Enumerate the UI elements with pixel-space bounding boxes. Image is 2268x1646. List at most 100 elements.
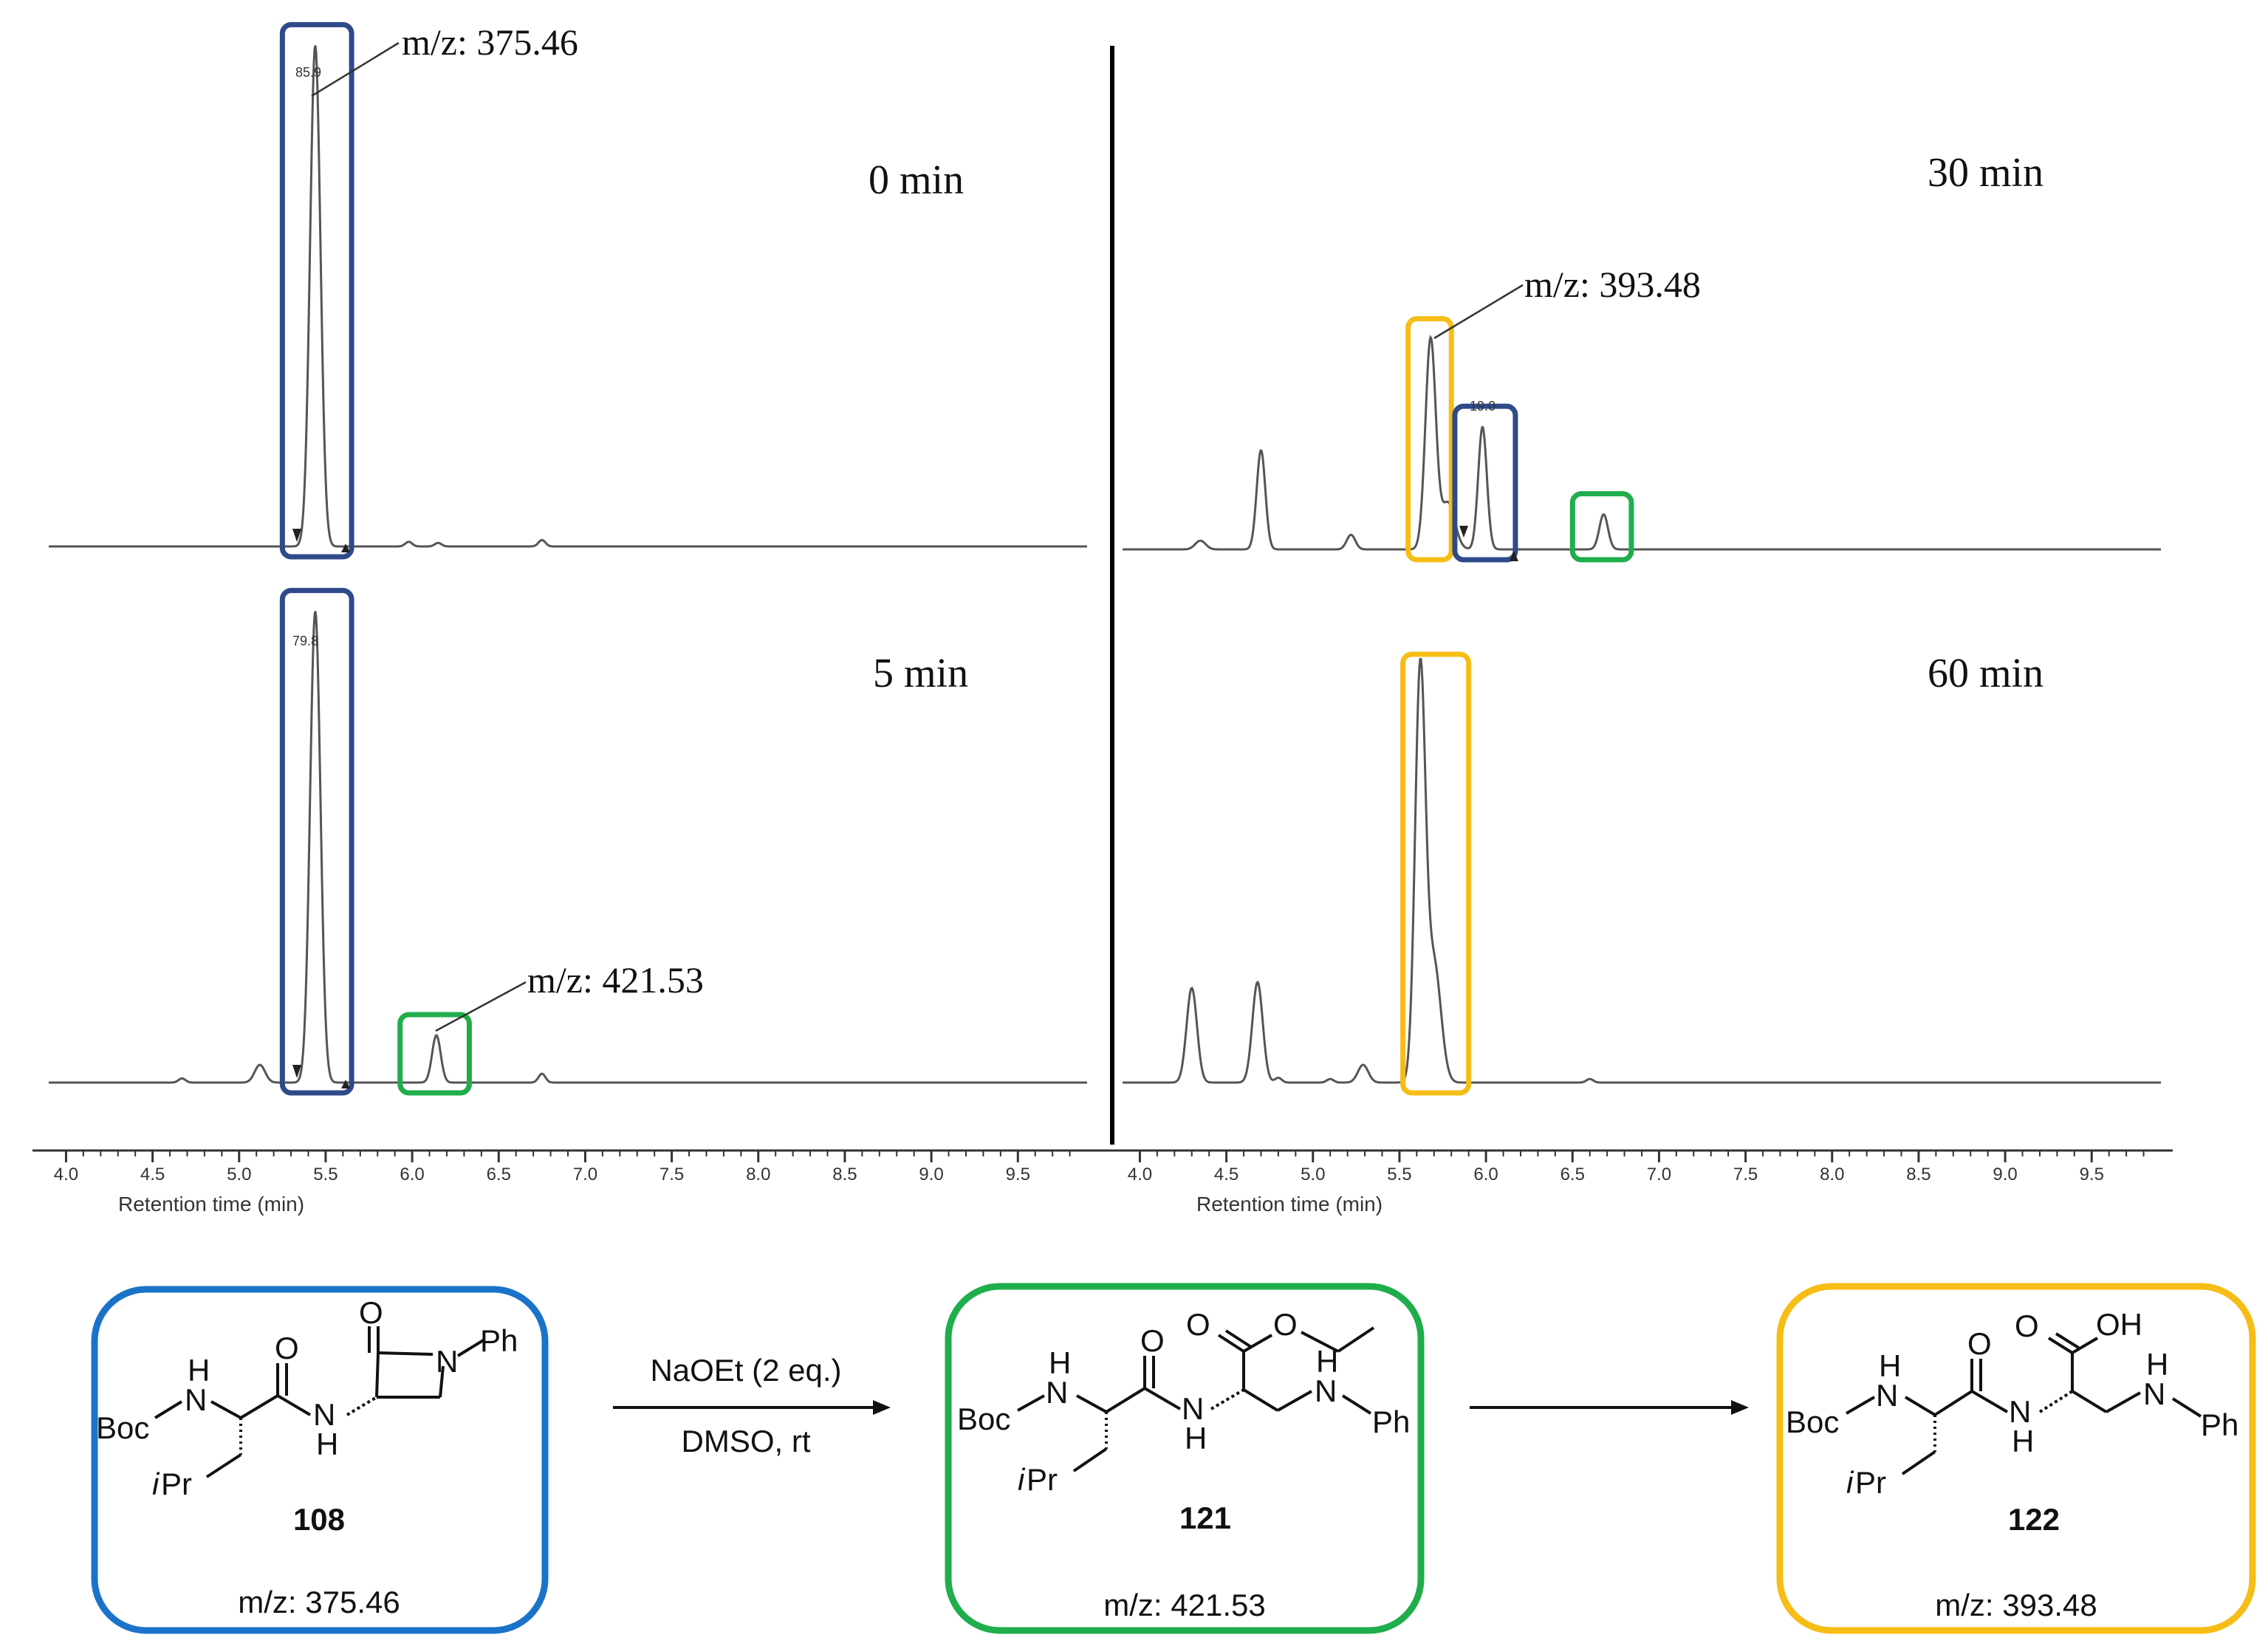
- atom-label: Boc: [957, 1402, 1010, 1436]
- x-tick-label-left-9: 8.5: [832, 1165, 857, 1184]
- x-tick-label-right-11: 9.5: [2080, 1165, 2104, 1184]
- highlight-box-3-0: [1400, 651, 1472, 1096]
- reaction-scheme: NaOEt (2 eq.) DMSO, rt Boc N H: [91, 1283, 2256, 1634]
- mz-label-2: m/z: 393.48: [1524, 264, 1701, 305]
- atom-label: OH: [2096, 1307, 2142, 1342]
- highlight-box-0-0: [279, 21, 354, 560]
- atom-label: O: [1967, 1326, 1992, 1361]
- trace-60-min: [1123, 658, 2161, 1084]
- compound-frame-121: [945, 1283, 1425, 1634]
- x-tick-label-right-5: 6.5: [1560, 1165, 1585, 1184]
- mz-label-1: m/z: 421.53: [527, 959, 704, 1001]
- x-tick-label-right-2: 5.0: [1301, 1165, 1325, 1184]
- atom-label: Boc: [1786, 1405, 1839, 1439]
- bond: [1337, 1326, 1375, 1353]
- compound-mz-122: m/z: 393.48: [1935, 1588, 2097, 1622]
- panel-title-60-min: 60 min: [1928, 651, 2043, 696]
- hash-bond: [1210, 1388, 1245, 1410]
- atom-label: H: [1049, 1345, 1071, 1380]
- atom-label: N: [1876, 1378, 1898, 1413]
- structure-121: [1017, 1326, 1375, 1472]
- structure-121-labels: Boc N H O N H O O N H Ph i Pr 121 m/z: 4…: [957, 1307, 1410, 1622]
- x-tick-label-right-6: 7.0: [1647, 1165, 1671, 1184]
- atom-label: Ph: [480, 1323, 518, 1358]
- atom-label: Pr: [1027, 1462, 1058, 1497]
- compound-id-108: 108: [293, 1502, 345, 1537]
- x-tick-label-left-1: 4.5: [140, 1165, 165, 1184]
- bond: [1072, 1447, 1108, 1472]
- highlight-box-2-1: [1452, 403, 1518, 563]
- mz-leader-0: [311, 41, 400, 97]
- x-tick-label-left-11: 9.5: [1006, 1165, 1030, 1184]
- x-tick-label-right-0: 4.0: [1128, 1165, 1152, 1184]
- atom-label: O: [1186, 1307, 1210, 1342]
- highlight-box-2-2: [1569, 491, 1634, 563]
- atom-label: N: [2009, 1394, 2031, 1429]
- atom-label: H: [2012, 1424, 2034, 1458]
- atom-label: O: [1273, 1307, 1298, 1342]
- atom-label: H: [1316, 1344, 1338, 1379]
- marker-start-2: [1459, 526, 1468, 538]
- bond: [375, 1352, 380, 1398]
- x-tick-label-left-4: 6.0: [400, 1165, 424, 1184]
- reaction-arrow-2-head: [1731, 1400, 1749, 1415]
- marker-end-1: [341, 1080, 350, 1088]
- atom-label: H: [2146, 1347, 2168, 1382]
- bond: [1970, 1390, 2009, 1413]
- bond: [1845, 1396, 1876, 1415]
- bond: [1217, 1334, 1245, 1353]
- x-tick-label-left-0: 4.0: [54, 1165, 78, 1184]
- compound-mz-108: m/z: 375.46: [238, 1585, 400, 1619]
- bond: [1277, 1390, 1312, 1412]
- atom-label: O: [359, 1295, 383, 1330]
- mz-leader-2: [1433, 284, 1524, 340]
- marker-start-1: [292, 1065, 301, 1078]
- highlight-box-2-0: [1405, 316, 1454, 563]
- atom-label: H: [316, 1427, 338, 1461]
- atom-label: O: [1140, 1323, 1165, 1358]
- trace-0-min: [49, 45, 1087, 548]
- x-tick-label-right-10: 9.0: [1993, 1165, 2017, 1184]
- x-tick-label-left-3: 5.5: [313, 1165, 338, 1184]
- bond: [1143, 1387, 1182, 1410]
- reagent-bottom: DMSO, rt: [682, 1424, 811, 1458]
- bond: [1242, 1388, 1279, 1412]
- atom-label: N: [1315, 1374, 1337, 1408]
- atom-label: Pr: [161, 1467, 192, 1501]
- bond: [1017, 1394, 1045, 1412]
- panel-title-0-min: 0 min: [869, 157, 964, 203]
- atom-label: N: [313, 1397, 335, 1432]
- integration-markers: [292, 526, 1518, 1088]
- atom-label: O: [275, 1331, 299, 1365]
- bond: [2171, 1397, 2202, 1418]
- structure-108-labels: Boc N H O N H O N Ph i Pr 108 m/z: 375.4…: [96, 1295, 518, 1619]
- bond: [1901, 1450, 1936, 1475]
- compound-id-122: 122: [2008, 1502, 2060, 1537]
- highlight-boxes: [279, 21, 1634, 1096]
- x-tick-label-left-2: 5.0: [227, 1165, 251, 1184]
- x-tick-label-right-1: 4.5: [1214, 1165, 1239, 1184]
- bond: [1076, 1394, 1107, 1413]
- compound-frame-108: [91, 1286, 549, 1634]
- compound-id-121: 121: [1179, 1501, 1231, 1535]
- marker-end-2: [1510, 551, 1518, 561]
- compound-frame-122: [1776, 1283, 2256, 1634]
- bond: [154, 1400, 183, 1419]
- trace-30-min: [1123, 335, 2161, 551]
- atom-label: i: [1846, 1465, 1854, 1500]
- bond: [377, 1351, 434, 1356]
- atom-label: Ph: [2201, 1407, 2238, 1442]
- atom-label: H: [188, 1353, 210, 1388]
- panel-title-5-min: 5 min: [873, 651, 968, 696]
- x-tick-label-left-6: 7.0: [573, 1165, 597, 1184]
- reagent-top: NaOEt (2 eq.): [650, 1353, 841, 1388]
- bond: [2047, 1337, 2074, 1354]
- x-tick-label-right-9: 8.5: [1906, 1165, 1930, 1184]
- reaction-arrow-1-head: [873, 1400, 891, 1415]
- bond: [1105, 1387, 1146, 1413]
- mz-leader-1: [435, 981, 527, 1032]
- x-tick-label-left-7: 7.5: [659, 1165, 684, 1184]
